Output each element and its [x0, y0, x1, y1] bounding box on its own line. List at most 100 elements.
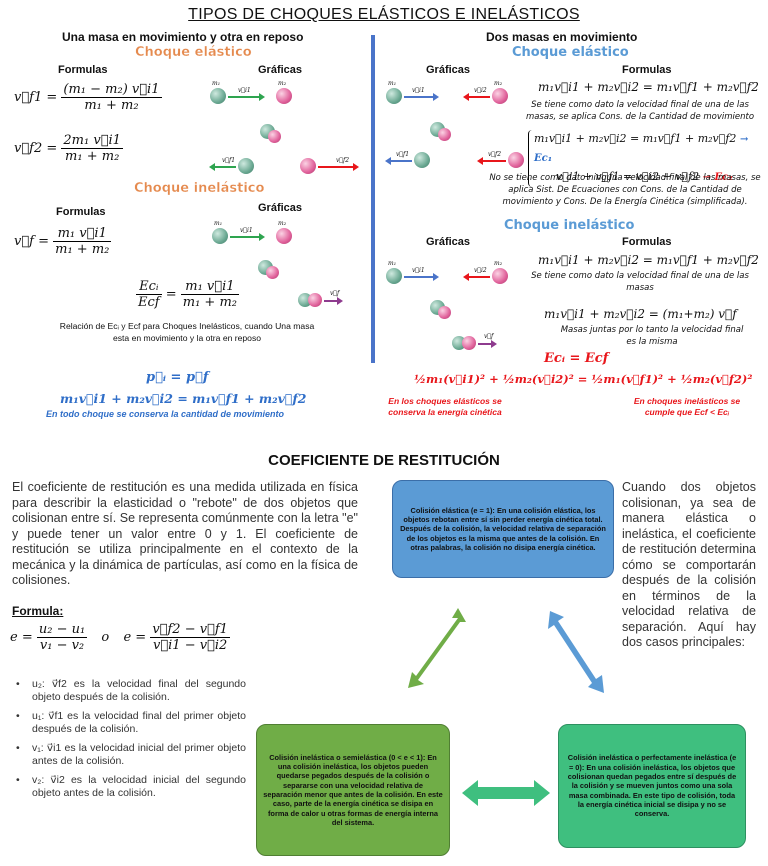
- right-inelastic-eq1: m₁v⃗i1 + m₂v⃗i2 = m₁v⃗f1 + m₂v⃗f2: [538, 253, 759, 267]
- right-inelastic-graphs-label: Gráficas: [426, 236, 471, 248]
- variable-list: u₂: v⃗f2 es la velocidad final del segun…: [14, 678, 246, 806]
- double-arrow-icon: [408, 608, 466, 688]
- velocity-label: v⃗f1: [222, 157, 236, 164]
- ball-m2: [268, 130, 281, 143]
- velocity-arrow: [404, 93, 439, 101]
- ball-m1: [210, 88, 226, 104]
- ball-m2: [300, 158, 316, 174]
- perfectly-inelastic-collision-box: Colisión inelástica o perfectamente inel…: [558, 724, 746, 848]
- ball-label: m₂: [278, 80, 287, 87]
- left-elastic-subtitle: Choque elástico: [135, 45, 252, 60]
- velocity-label: v⃗f2: [336, 157, 350, 164]
- ball-m2: [438, 306, 451, 319]
- velocity-arrow: [318, 163, 359, 171]
- ball-m2: [438, 128, 451, 141]
- list-item: v₁: v⃗i1 es la velocidad inicial del pri…: [14, 742, 246, 768]
- right-inelastic-note2: Masas juntas por lo tanto la velocidad f…: [560, 325, 744, 347]
- right-inelastic-eq2: m₁v⃗i1 + m₂v⃗i2 = (m₁+m₂) v⃗f: [544, 307, 737, 321]
- velocity-arrow: [385, 157, 412, 165]
- velocity-arrow: [230, 233, 265, 241]
- ball-m2: [492, 88, 508, 104]
- velocity-arrow: [209, 163, 236, 171]
- right-elastic-graphs-label: Gráficas: [426, 64, 471, 76]
- right-elastic-note2: No se tiene como dato ninguna velocidad …: [489, 173, 761, 207]
- ball-m2: [266, 266, 279, 279]
- left-heading: Una masa en movimiento y otra en reposo: [62, 30, 304, 44]
- restitution-intro: El coeficiente de restitución es una med…: [12, 480, 358, 587]
- right-elastic-formulas-label: Formulas: [622, 64, 672, 76]
- right-heading: Dos masas en movimiento: [486, 30, 638, 44]
- ball-m2: [462, 336, 476, 350]
- velocity-label: v⃗i1: [412, 87, 425, 94]
- right-inelastic-note1: Se tiene como dato la velocidad final de…: [531, 271, 749, 293]
- momentum-note: En todo choque se conserva la cantidad d…: [46, 409, 285, 419]
- ball-label: m₂: [494, 260, 503, 267]
- elastic-collision-box: Colisión elástica (e = 1): En una colisi…: [392, 480, 614, 578]
- velocity-label: v⃗i2: [474, 267, 487, 274]
- page-title: TIPOS DE CHOQUES ELÁSTICOS E INELÁSTICOS: [188, 6, 580, 23]
- velocity-label: v⃗f: [484, 333, 494, 340]
- list-item: u₂: v⃗f2 es la velocidad final del segun…: [14, 678, 246, 704]
- ball-m1: [386, 88, 402, 104]
- right-elastic-eq1: m₁v⃗i1 + m₂v⃗i2 = m₁v⃗f1 + m₂v⃗f2: [538, 80, 759, 94]
- velocity-arrow: [477, 157, 506, 165]
- formula-label: Formula:: [12, 604, 64, 618]
- ball-m1: [386, 268, 402, 284]
- right-inelastic-formulas-label: Formulas: [622, 236, 672, 248]
- ball-label: m₁: [388, 80, 397, 87]
- list-item: u₁: v⃗f1 es la velocidad final del prime…: [14, 710, 246, 736]
- velocity-arrow: [478, 340, 497, 348]
- ball-m1: [212, 228, 228, 244]
- list-item: v₂: v⃗i2 es la velocidad inicial del seg…: [14, 774, 246, 800]
- velocity-arrow: [463, 273, 490, 281]
- velocity-arrow: [463, 93, 490, 101]
- double-arrow-icon: [462, 780, 550, 806]
- ball-m2: [308, 293, 322, 307]
- left-elastic-graphs-label: Gráficas: [258, 64, 303, 76]
- ball-m2: [508, 152, 524, 168]
- energy-note-right: En choques inelásticos se cumple que Ecf…: [633, 396, 741, 417]
- ball-label: m₁: [212, 80, 221, 87]
- right-inelastic-subtitle: Choque inelástico: [504, 218, 635, 233]
- ball-m1: [414, 152, 430, 168]
- velocity-arrow: [324, 297, 343, 305]
- velocity-arrow: [404, 273, 439, 281]
- ball-label: m₂: [278, 220, 287, 227]
- center-divider: [371, 35, 375, 363]
- ball-label: m₁: [388, 260, 397, 267]
- ball-label: m₁: [214, 220, 223, 227]
- restitution-right-text: Cuando dos objetos colisionan, ya sea de…: [622, 480, 756, 649]
- velocity-label: v⃗f2: [488, 151, 502, 158]
- ball-m1: [238, 158, 254, 174]
- equation-system: m₁v⃗i1 + m₂v⃗i2 = m₁v⃗f1 + m₂v⃗f2 → Ec₁ …: [528, 130, 768, 187]
- momentum-eq1: p⃗ᵢ = p⃗f: [146, 370, 209, 385]
- energy-note-left: En los choques elásticos se conserva la …: [388, 396, 502, 417]
- ball-label: m₂: [494, 80, 503, 87]
- left-inelastic-graphs-label: Gráficas: [258, 202, 303, 214]
- velocity-label: v⃗i1: [238, 87, 251, 94]
- velocity-label: v⃗f: [330, 290, 340, 297]
- energy-eq1: Ecᵢ = Ecf: [544, 351, 609, 366]
- velocity-label: v⃗i1: [240, 227, 253, 234]
- momentum-eq2: m₁v⃗i1 + m₂v⃗i2 = m₁v⃗f1 + m₂v⃗f2: [60, 391, 307, 406]
- velocity-label: v⃗i1: [412, 267, 425, 274]
- semielastic-collision-box: Colisión inelástica o semielástica (0 < …: [256, 724, 450, 856]
- left-inelastic-formulas-label: Formulas: [56, 206, 106, 218]
- double-arrow-icon: [548, 611, 604, 693]
- velocity-arrow: [228, 93, 265, 101]
- right-elastic-note1: Se tiene como dato la velocidad final de…: [525, 100, 755, 122]
- ball-m2: [492, 268, 508, 284]
- velocity-label: v⃗f1: [396, 151, 410, 158]
- energy-eq2: ½m₁(v⃗i1)² + ½m₂(v⃗i2)² = ½m₁(v⃗f1)² + ½…: [414, 372, 753, 386]
- ball-m2: [276, 88, 292, 104]
- left-inelastic-subtitle: Choque inelástico: [134, 181, 265, 196]
- right-elastic-subtitle: Choque elástico: [512, 45, 629, 60]
- relation-note: Relación de Ecᵢ y Ecf para Choques Inelá…: [59, 321, 315, 343]
- velocity-label: v⃗i2: [474, 87, 487, 94]
- ball-m2: [276, 228, 292, 244]
